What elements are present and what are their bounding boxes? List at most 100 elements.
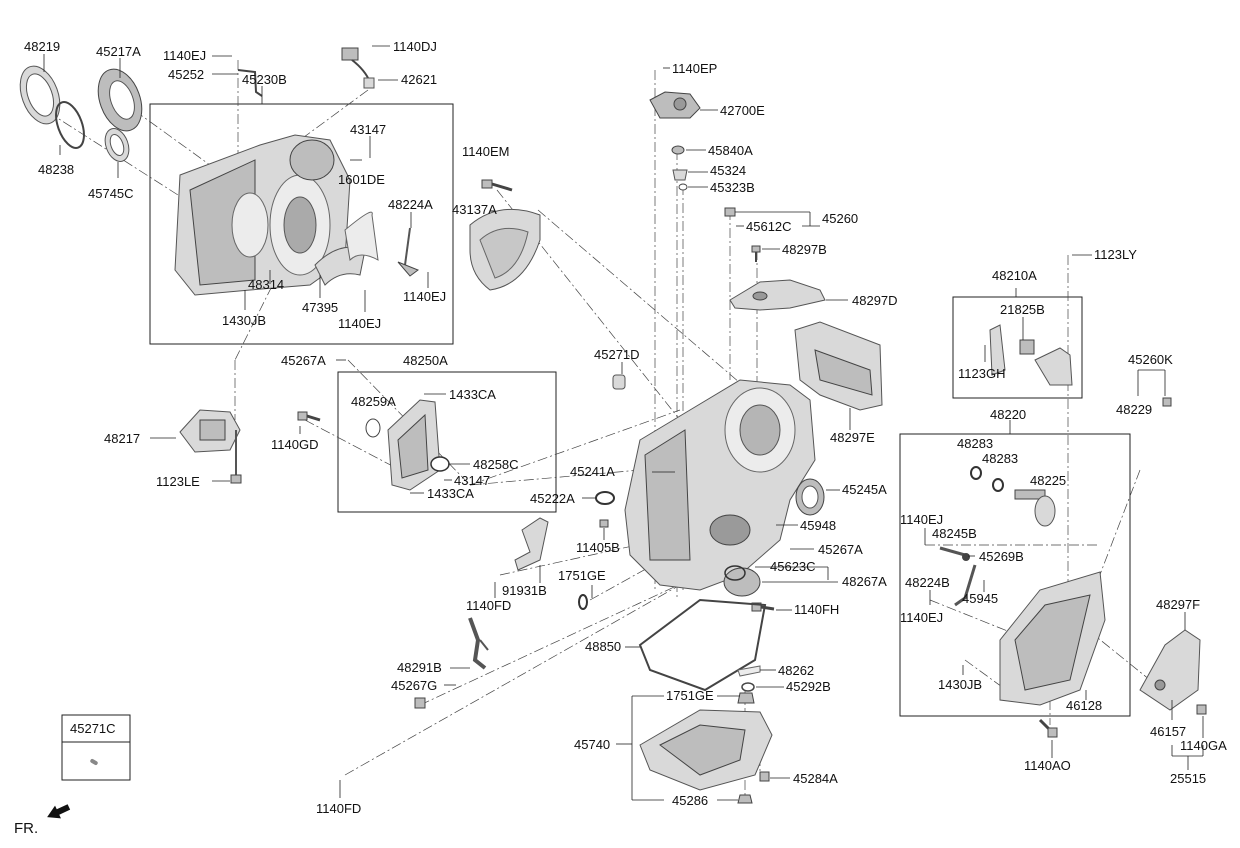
bolt-1140GA: [1196, 704, 1207, 715]
label-43147-bottom: 43147: [454, 473, 490, 488]
label-45745C: 45745C: [88, 186, 134, 201]
label-48297E: 48297E: [830, 430, 875, 445]
clip-1751GE: [578, 594, 588, 610]
heat-shield-48297F: [1139, 629, 1201, 711]
bracket-91931B: [514, 517, 549, 571]
label-1140FD-bottom: 1140FD: [316, 801, 361, 816]
label-1140EP: 1140EP: [672, 61, 717, 76]
label-48283-first: 48283: [957, 436, 993, 451]
bracket-45260K: [1162, 397, 1172, 407]
label-45260K: 45260K: [1128, 352, 1173, 367]
label-45222A: 45222A: [530, 491, 575, 506]
label-48259A: 48259A: [351, 394, 396, 409]
label-48219: 48219: [24, 39, 60, 54]
plug-45324: [672, 169, 688, 181]
label-48238: 48238: [38, 162, 74, 177]
speed-sensor-42621: [341, 47, 375, 89]
gasket-48850: [638, 598, 767, 692]
label-48210A: 48210A: [992, 268, 1037, 283]
label-1601DE: 1601DE: [338, 172, 385, 187]
bolt-11405B: [599, 519, 609, 528]
label-91931B: 91931B: [502, 583, 547, 598]
label-1751GE-left: 1751GE: [558, 568, 606, 583]
oring-45222A: [595, 491, 615, 505]
clip-48262: [737, 665, 761, 677]
bearing-race-45745C: [104, 128, 130, 162]
solenoid-42700E: [649, 91, 701, 119]
leader-lines: [43, 45, 1204, 801]
cover-48259A: [387, 399, 441, 491]
bolt-1140GD: [297, 411, 321, 422]
label-45260: 45260: [822, 211, 858, 226]
label-1123LE: 1123LE: [156, 474, 200, 489]
bracket-21825B: [989, 324, 1073, 386]
label-1433CA-bottom: 1433CA: [427, 486, 474, 501]
label-1140GA: 1140GA: [1180, 738, 1227, 753]
label-45740: 45740: [574, 737, 610, 752]
label-1123GH: 1123GH: [958, 366, 1005, 381]
label-42621: 42621: [401, 72, 437, 87]
bracket-45252: [237, 69, 263, 97]
label-48314: 48314: [248, 277, 284, 292]
label-1123LY: 1123LY: [1094, 247, 1137, 262]
plug-45840A: [671, 145, 685, 155]
label-45286: 45286: [672, 793, 708, 808]
label-46128: 46128: [1066, 698, 1102, 713]
label-48258C: 48258C: [473, 457, 519, 472]
bolt-1140EM: [481, 179, 513, 192]
group-box-48220: [899, 433, 1131, 717]
label-1140AO: 1140AO: [1024, 758, 1071, 773]
label-11405B: 11405B: [576, 540, 620, 555]
transmission-case-45241A: [624, 379, 816, 591]
label-1140EM: 1140EM: [462, 144, 509, 159]
label-1140DJ: 1140DJ: [393, 39, 437, 54]
bolt-45267G: [414, 697, 426, 709]
label-45230B: 45230B: [242, 72, 287, 87]
heat-shield-48297E: [794, 321, 883, 411]
label-42700E: 42700E: [720, 103, 765, 118]
label-48267A: 48267A: [842, 574, 887, 589]
cable-48291B: [468, 617, 489, 670]
label-45948: 45948: [800, 518, 836, 533]
bolt-1140AO: [1038, 718, 1058, 738]
seal-48283: [970, 466, 1004, 492]
label-45267A-right: 45267A: [818, 542, 863, 557]
label-1140EJ-right: 1140EJ: [403, 289, 446, 304]
heat-shield-48297D: [729, 279, 826, 311]
cover-43137A: [469, 208, 541, 291]
group-box-45230B: [149, 103, 454, 345]
bracket-48217: [179, 409, 241, 453]
oring-48259A-seal: [365, 418, 381, 438]
washer-45292B: [741, 682, 755, 692]
label-45241A: 45241A: [570, 464, 615, 479]
label-48229: 48229: [1116, 402, 1152, 417]
label-1430JB-left: 1430JB: [222, 313, 266, 328]
label-1140FH: 1140FH: [794, 602, 839, 617]
label-45267A-left: 45267A: [281, 353, 326, 368]
label-45271C: 45271C: [70, 721, 116, 736]
label-45323B: 45323B: [710, 180, 755, 195]
label-48245B: 48245B: [932, 526, 977, 541]
arrow-icon: [47, 804, 71, 819]
label-45840A: 45840A: [708, 143, 753, 158]
label-48297B: 48297B: [782, 242, 827, 257]
label-45269B: 45269B: [979, 549, 1024, 564]
filter-45623C: [723, 565, 761, 597]
bolt-45284A: [759, 771, 770, 782]
bolt-1123LE: [230, 430, 242, 484]
label-1140EJ-group-top: 1140EJ: [900, 512, 943, 527]
oil-seal-48219: [19, 65, 61, 125]
label-48297F: 48297F: [1156, 597, 1200, 612]
lever-48245B: [939, 546, 970, 561]
label-45292B: 45292B: [786, 679, 831, 694]
gasket-48258C: [430, 456, 450, 472]
label-45623C: 45623C: [770, 559, 816, 574]
label-1751GE-pan: 1751GE: [666, 688, 714, 703]
spacer-45271D: [612, 374, 626, 390]
front-label: FR.: [14, 820, 38, 837]
bearing-45217A: [97, 68, 143, 132]
shaft-48225: [1014, 489, 1056, 527]
label-21825B: 21825B: [1000, 302, 1045, 317]
pin-45271C: [90, 759, 98, 765]
